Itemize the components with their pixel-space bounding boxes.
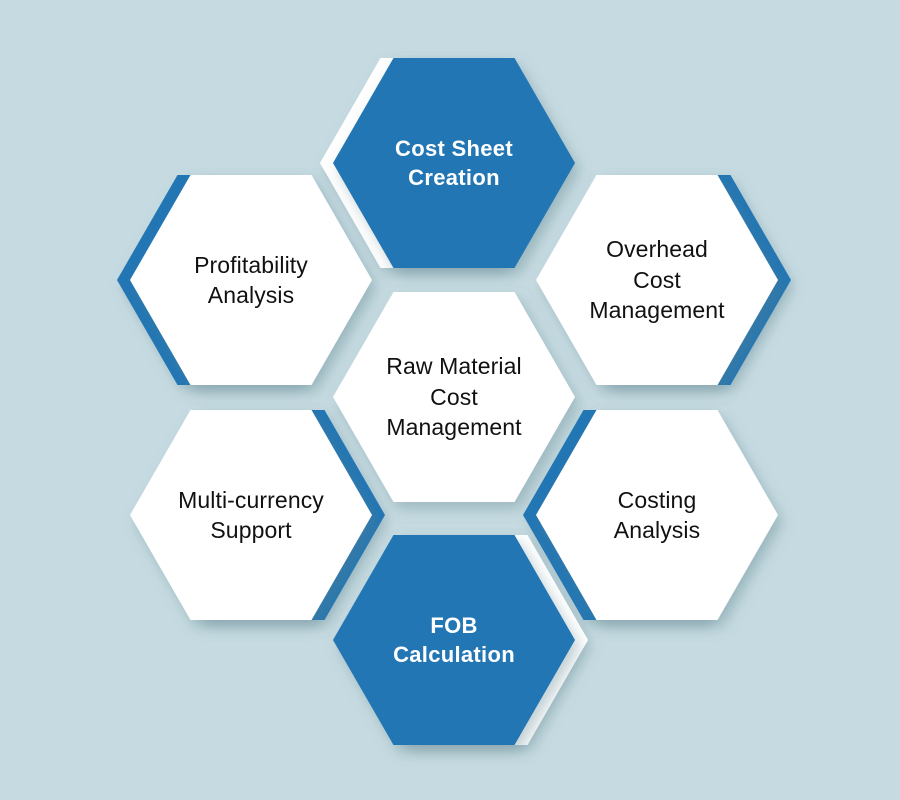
hexagon-cost-sheet-creation[interactable] (320, 58, 575, 268)
hexagon-body[interactable] (130, 175, 372, 385)
hexagon-profitability-analysis[interactable] (117, 175, 372, 385)
hexagon-raw-material-cost-management[interactable] (333, 292, 575, 502)
hexagon-costing-analysis[interactable] (523, 410, 778, 620)
hexagon-body[interactable] (333, 535, 575, 745)
hexagon-overhead-cost-management[interactable] (536, 175, 791, 385)
hexagon-body[interactable] (536, 410, 778, 620)
hexagon-body[interactable] (130, 410, 372, 620)
hexagon-body[interactable] (333, 292, 575, 502)
hexagon-fob-calculation[interactable] (333, 535, 588, 745)
hexagon-multi-currency-support[interactable] (130, 410, 385, 620)
hexagon-body[interactable] (536, 175, 778, 385)
hexagon-body[interactable] (333, 58, 575, 268)
